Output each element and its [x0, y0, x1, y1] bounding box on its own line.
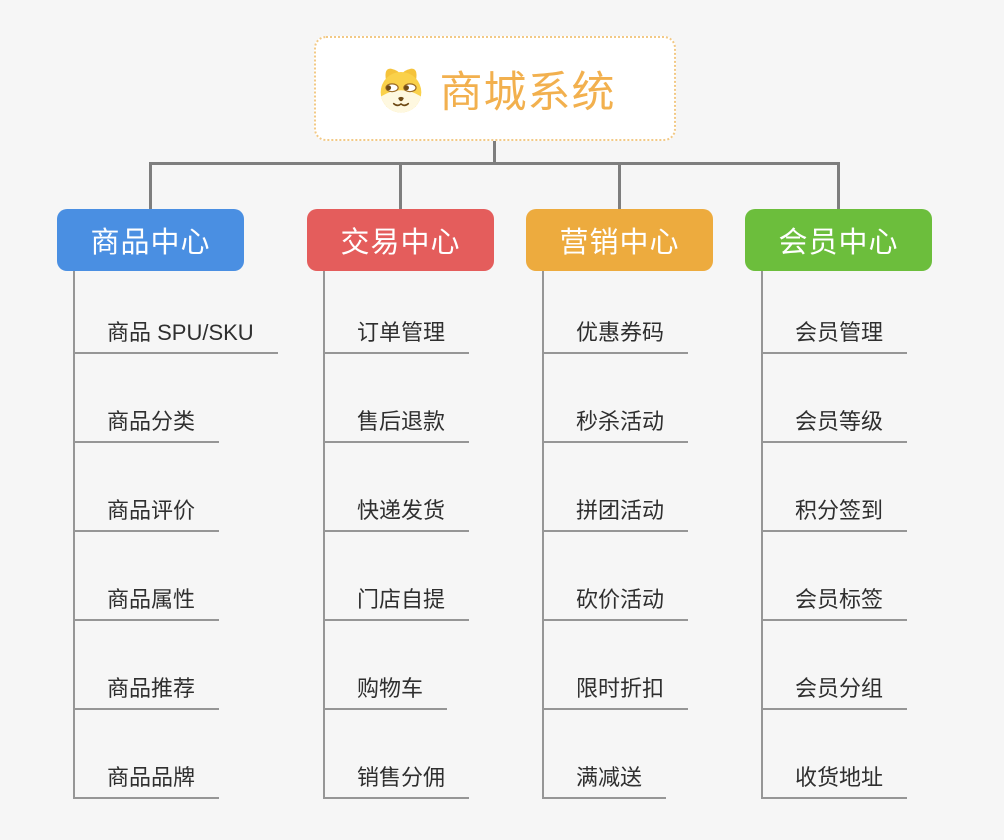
- leaf-label: 商品推荐: [107, 676, 196, 701]
- dog-face-icon: [375, 63, 427, 115]
- leaf-label: 会员管理: [795, 320, 884, 345]
- leaf-item[interactable]: 秒杀活动: [544, 354, 689, 443]
- leaf-label: 购物车: [357, 676, 424, 701]
- branch-children-product-center: 商品 SPU/SKU 商品分类 商品评价 商品属性 商品推荐 商品品牌: [73, 271, 278, 799]
- leaf-item[interactable]: 商品品牌: [75, 710, 220, 799]
- leaf-label: 商品评价: [107, 498, 196, 523]
- leaf-item[interactable]: 商品属性: [75, 532, 220, 621]
- leaf-label: 砍价活动: [576, 587, 665, 612]
- leaf-label: 会员标签: [795, 587, 884, 612]
- leaf-item[interactable]: 优惠券码: [544, 271, 689, 354]
- leaf-item[interactable]: 积分签到: [763, 443, 908, 532]
- leaf-label: 会员分组: [795, 676, 884, 701]
- leaf-item[interactable]: 商品 SPU/SKU: [75, 271, 278, 354]
- connector-drop-marketing-center: [618, 165, 621, 209]
- leaf-item[interactable]: 快递发货: [325, 443, 470, 532]
- branch-member-center: 会员中心 会员管理 会员等级 积分签到 会员标签 会员分组 收货地址: [745, 209, 1000, 799]
- leaf-label: 积分签到: [795, 498, 884, 523]
- leaf-item[interactable]: 限时折扣: [544, 621, 689, 710]
- leaf-label: 会员等级: [795, 409, 884, 434]
- branch-product-center: 商品中心 商品 SPU/SKU 商品分类 商品评价 商品属性 商品推荐 商品品牌: [57, 209, 312, 799]
- connector-horizontal-bar: [149, 162, 840, 165]
- branch-node-marketing-center[interactable]: 营销中心: [526, 209, 713, 271]
- branch-node-product-center[interactable]: 商品中心: [57, 209, 244, 271]
- branch-label: 商品中心: [90, 227, 211, 259]
- branch-label: 交易中心: [340, 227, 461, 259]
- branch-label: 营销中心: [559, 227, 680, 259]
- leaf-label: 限时折扣: [576, 676, 665, 701]
- branch-children-marketing-center: 优惠券码 秒杀活动 拼团活动 砍价活动 限时折扣 满减送: [542, 271, 689, 799]
- leaf-label: 优惠券码: [576, 320, 665, 345]
- leaf-item[interactable]: 销售分佣: [325, 710, 470, 799]
- leaf-item[interactable]: 门店自提: [325, 532, 470, 621]
- root-title: 商城系统: [439, 68, 616, 117]
- leaf-item[interactable]: 商品推荐: [75, 621, 220, 710]
- leaf-label: 秒杀活动: [576, 409, 665, 434]
- leaf-label: 商品品牌: [107, 765, 196, 790]
- branch-label: 会员中心: [778, 227, 899, 259]
- connector-drop-product-center: [149, 165, 152, 209]
- leaf-label: 快递发货: [357, 498, 446, 523]
- leaf-item[interactable]: 售后退款: [325, 354, 470, 443]
- leaf-label: 门店自提: [357, 587, 446, 612]
- leaf-item[interactable]: 收货地址: [763, 710, 908, 799]
- leaf-item[interactable]: 会员等级: [763, 354, 908, 443]
- branch-children-member-center: 会员管理 会员等级 积分签到 会员标签 会员分组 收货地址: [761, 271, 908, 799]
- leaf-item[interactable]: 商品分类: [75, 354, 220, 443]
- leaf-item[interactable]: 会员标签: [763, 532, 908, 621]
- leaf-item[interactable]: 砍价活动: [544, 532, 689, 621]
- leaf-item[interactable]: 订单管理: [325, 271, 470, 354]
- branch-node-trade-center[interactable]: 交易中心: [307, 209, 494, 271]
- branch-marketing-center: 营销中心 优惠券码 秒杀活动 拼团活动 砍价活动 限时折扣 满减送: [526, 209, 781, 799]
- leaf-item[interactable]: 购物车: [325, 621, 448, 710]
- leaf-item[interactable]: 商品评价: [75, 443, 220, 532]
- connector-root-stem: [493, 141, 496, 162]
- leaf-label: 销售分佣: [357, 765, 446, 790]
- connector-drop-trade-center: [399, 165, 402, 209]
- leaf-label: 拼团活动: [576, 498, 665, 523]
- branch-node-member-center[interactable]: 会员中心: [745, 209, 932, 271]
- leaf-item[interactable]: 会员管理: [763, 271, 908, 354]
- leaf-label: 满减送: [576, 765, 643, 790]
- leaf-label: 订单管理: [357, 320, 446, 345]
- branch-children-trade-center: 订单管理 售后退款 快递发货 门店自提 购物车 销售分佣: [323, 271, 470, 799]
- leaf-item[interactable]: 拼团活动: [544, 443, 689, 532]
- leaf-item[interactable]: 会员分组: [763, 621, 908, 710]
- connector-drop-member-center: [837, 165, 840, 209]
- leaf-label: 商品分类: [107, 409, 196, 434]
- branch-trade-center: 交易中心 订单管理 售后退款 快递发货 门店自提 购物车 销售分佣: [307, 209, 562, 799]
- leaf-label: 收货地址: [795, 765, 884, 790]
- root-node-mall-system[interactable]: 商城系统: [314, 36, 676, 141]
- leaf-item[interactable]: 满减送: [544, 710, 667, 799]
- leaf-label: 商品 SPU/SKU: [107, 320, 254, 345]
- leaf-label: 售后退款: [357, 409, 446, 434]
- leaf-label: 商品属性: [107, 587, 196, 612]
